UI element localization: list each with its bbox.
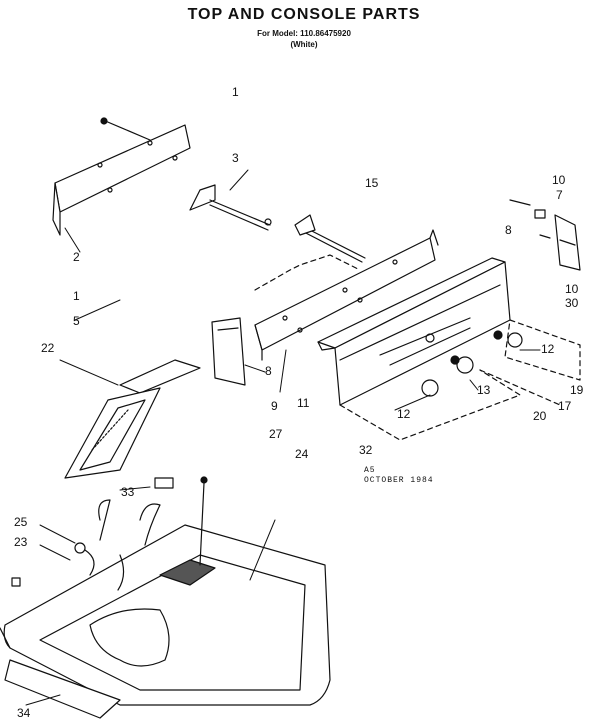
callout-label: 2: [73, 250, 80, 264]
callout-label: 7: [556, 188, 563, 202]
clip-23-icon: [11, 542, 86, 587]
callout-label: 15: [365, 176, 379, 190]
console-panel-part: [317, 257, 511, 406]
callout-label: 17: [558, 399, 572, 413]
callout-label: 20: [533, 409, 547, 423]
knob-icon: [421, 330, 523, 397]
model-subtitle: For Model: 110.86475920: [257, 29, 351, 38]
callout-label: 5: [73, 314, 80, 328]
callout-label: 12: [541, 342, 555, 356]
callout-label: 25: [14, 515, 28, 529]
callout-label: 34: [17, 706, 31, 720]
callout-label: 8: [505, 223, 512, 237]
console-bracket-part: [254, 229, 439, 361]
callout-label: 32: [359, 443, 373, 457]
top-gasket-part: [4, 659, 121, 719]
diagram-title: TOP AND CONSOLE PARTS: [187, 6, 421, 23]
callout-label: 11: [297, 396, 310, 410]
screw-icon: [100, 117, 151, 141]
callout-label: 22: [41, 341, 55, 355]
callout-label: 12: [397, 407, 411, 421]
callout-label: 27: [269, 427, 283, 441]
lint-filter-part: [64, 359, 201, 479]
callout-label: 23: [14, 535, 28, 549]
wire-harness-part: [84, 499, 161, 591]
connector-icon: [154, 476, 208, 566]
knob-group-outline: [254, 254, 581, 441]
callout-label: 10: [565, 282, 579, 296]
callout-label: 33: [121, 485, 135, 499]
clip-icon: [509, 199, 551, 239]
callout-label: 10: [552, 173, 566, 187]
drawing-code: A5: [364, 466, 376, 475]
callout-label: 3: [232, 151, 239, 165]
left-end-cap-part: [211, 317, 246, 386]
callout-label: 19: [570, 383, 584, 397]
end-cap-part: [554, 214, 581, 271]
callout-label: 9: [271, 399, 278, 413]
callout-label: 13: [477, 383, 491, 397]
leader-lines: [25, 169, 541, 706]
drawing-date: OCTOBER 1984: [364, 476, 434, 485]
callout-label: 30: [565, 296, 579, 310]
callout-label: 1: [232, 85, 239, 99]
callout-label: 8: [265, 364, 272, 378]
console-support-rod-part: [189, 184, 366, 263]
callout-label: 24: [295, 447, 309, 461]
dryer-top-part: [0, 524, 331, 706]
color-subtitle: (White): [290, 40, 318, 49]
callout-label: 1: [73, 289, 80, 303]
rear-panel-part: [52, 124, 191, 236]
